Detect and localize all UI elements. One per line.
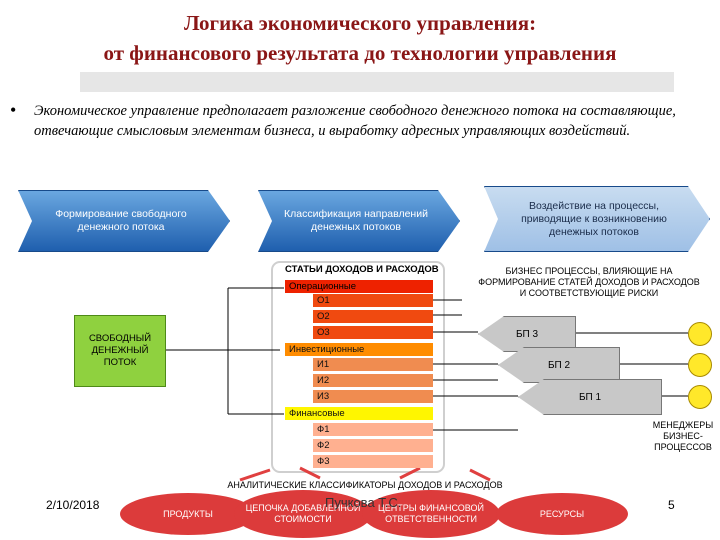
classifier-value-chain-label: ЦЕПОЧКА ДОБАВЛЕННОЙ СТОИМОСТИ bbox=[245, 503, 361, 524]
item-i1: И1 bbox=[313, 358, 433, 371]
classifier-products-label: ПРОДУКТЫ bbox=[163, 508, 213, 519]
classifier-resources: РЕСУРСЫ bbox=[496, 493, 628, 535]
flow-arrow-step1: Формирование свободного денежного потока bbox=[18, 190, 230, 252]
free-cash-flow-label: СВОБОДНЫЙ ДЕНЕЖНЫЙ ПОТОК bbox=[88, 333, 152, 368]
classifier-value-chain: ЦЕПОЧКА ДОБАВЛЕННОЙ СТОИМОСТИ bbox=[234, 490, 372, 538]
item-o1: О1 bbox=[313, 294, 433, 307]
process-bp1-label: БП 1 bbox=[578, 391, 602, 403]
smiley-face-icon bbox=[688, 353, 712, 377]
item-f2: Ф2 bbox=[313, 439, 433, 452]
slide-title-line2: от финансового результата до технологии … bbox=[103, 41, 617, 65]
process-bp3-label: БП 3 bbox=[515, 328, 539, 340]
footer-date: 2/10/2018 bbox=[46, 498, 100, 512]
item-f3: Ф3 bbox=[313, 455, 433, 468]
classifier-responsibility-centers-label: ЦЕНТРЫ ФИНАНСОВОЙ ОТВЕТСТВЕННОСТИ bbox=[378, 503, 484, 524]
items-frame bbox=[271, 261, 445, 473]
category-financing: Финансовые bbox=[285, 407, 433, 420]
flow-arrow-step2: Классификация направлений денежных поток… bbox=[258, 190, 460, 252]
classifier-products: ПРОДУКТЫ bbox=[120, 493, 256, 535]
flow-step3-label: Воздействие на процессы, приводящие к во… bbox=[521, 199, 667, 238]
item-o2: О2 bbox=[313, 310, 433, 323]
classifier-responsibility-centers: ЦЕНТРЫ ФИНАНСОВОЙ ОТВЕТСТВЕННОСТИ bbox=[362, 490, 500, 538]
footer-page-number: 5 bbox=[668, 498, 675, 512]
flow-arrow-step3: Воздействие на процессы, приводящие к во… bbox=[484, 186, 710, 252]
footer-author: Пучкова Т.С. bbox=[325, 495, 402, 510]
classifier-resources-label: РЕСУРСЫ bbox=[539, 508, 585, 519]
item-i2: И2 bbox=[313, 374, 433, 387]
category-operating: Операционные bbox=[285, 280, 433, 293]
managers-label: МЕНЕДЖЕРЫ БИЗНЕС-ПРОЦЕССОВ bbox=[652, 420, 714, 452]
title-underline-bar bbox=[80, 72, 674, 92]
process-bp2: БП 2 bbox=[498, 347, 620, 383]
body-paragraph: Экономическое управление предполагает ра… bbox=[34, 103, 676, 139]
items-header: СТАТЬИ ДОХОДОВ И РАСХОДОВ bbox=[285, 264, 439, 275]
free-cash-flow-box: СВОБОДНЫЙ ДЕНЕЖНЫЙ ПОТОК bbox=[74, 315, 166, 387]
flow-step2-label: Классификация направлений денежных поток… bbox=[284, 208, 428, 233]
process-bp2-label: БП 2 bbox=[547, 359, 571, 371]
smiley-face-icon bbox=[688, 322, 712, 346]
item-f1: Ф1 bbox=[313, 423, 433, 436]
classifiers-label: АНАЛИТИЧЕСКИЕ КЛАССИФИКАТОРЫ ДОХОДОВ И Р… bbox=[227, 480, 503, 490]
flow-step1-label: Формирование свободного денежного потока bbox=[55, 208, 187, 233]
category-investing: Инвестиционные bbox=[285, 343, 433, 356]
slide-title-line1: Логика экономического управления: bbox=[183, 11, 537, 35]
item-o3: О3 bbox=[313, 326, 433, 339]
smiley-face-icon bbox=[688, 385, 712, 409]
processes-header: БИЗНЕС ПРОЦЕССЫ, ВЛИЯЮЩИЕ НА ФОРМИРОВАНИ… bbox=[478, 266, 700, 298]
process-bp1: БП 1 bbox=[518, 379, 662, 415]
item-i3: И3 bbox=[313, 390, 433, 403]
bullet-dot-icon: • bbox=[10, 100, 17, 120]
